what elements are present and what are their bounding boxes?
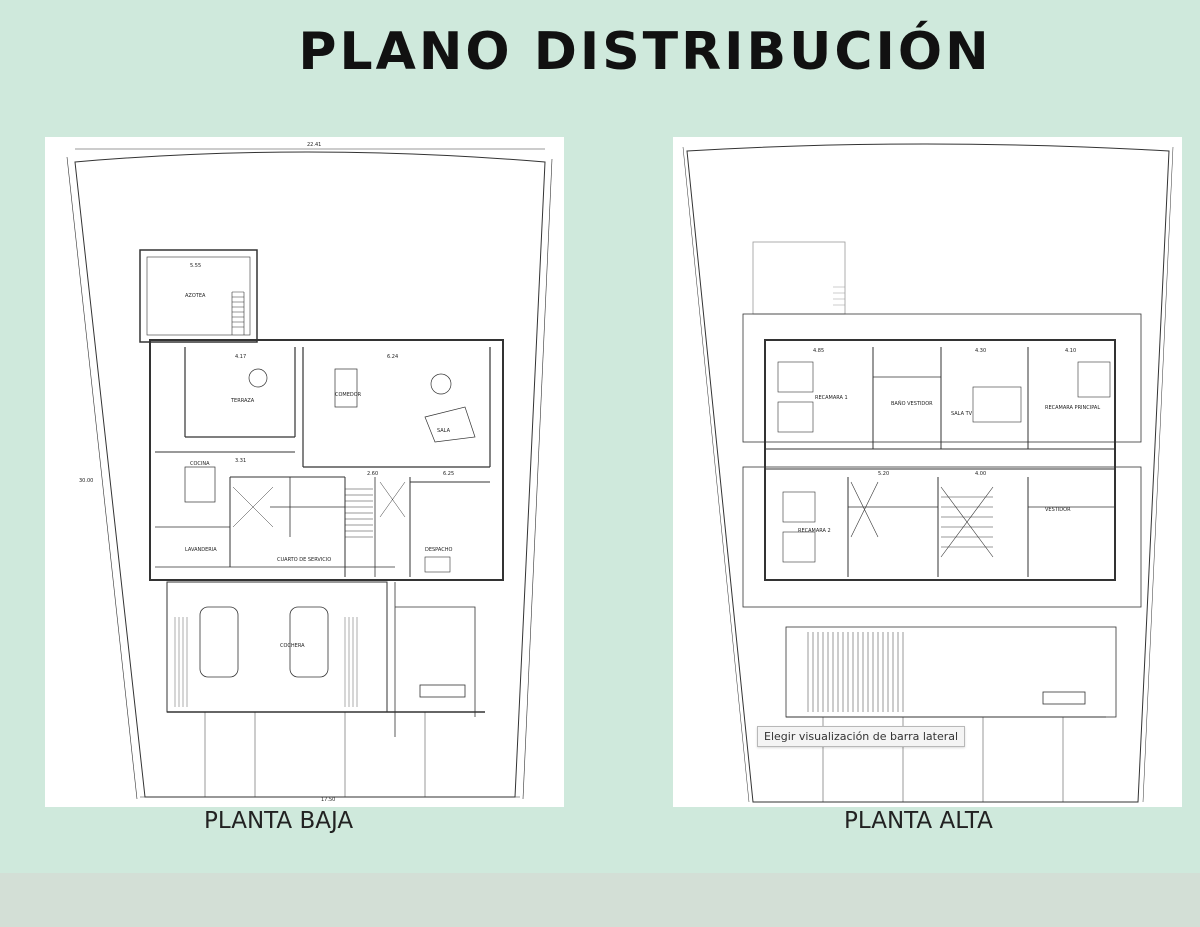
dimension-label: 4.85 <box>813 348 824 354</box>
dimension-label: 4.17 <box>235 354 246 360</box>
dimension-label: 4.00 <box>975 471 986 477</box>
page-title: PLANO DISTRIBUCIÓN <box>298 22 992 82</box>
ground-floor-drawing: AZOTEA TERRAZA COMEDOR SALA COCINA LAVAN… <box>66 142 553 803</box>
sidebar-view-tooltip: Elegir visualización de barra lateral <box>757 726 966 747</box>
room-label: COCHERA <box>280 643 305 649</box>
ground-floor-caption: PLANTA BAJA <box>204 808 354 834</box>
room-label: COMEDOR <box>335 392 362 398</box>
room-label: CUARTO DE SERVICIO <box>277 557 331 563</box>
upper-floor-caption: PLANTA ALTA <box>844 808 993 834</box>
dimension-label: 2.60 <box>367 471 378 477</box>
room-label: RECAMARA 2 <box>798 528 831 534</box>
room-label: AZOTEA <box>185 293 206 299</box>
room-label: SALA TV <box>951 411 973 417</box>
dimension-label: 3.31 <box>235 458 246 464</box>
room-label: LAVANDERIA <box>185 547 217 553</box>
dimension-label: 30.00 <box>79 478 93 484</box>
floor-plan-upper: RECAMARA 1 BAÑO VESTIDOR SALA TV RECAMAR… <box>673 137 1182 807</box>
dimension-label: 5.20 <box>878 471 889 477</box>
dimension-label: 17.50 <box>321 797 335 803</box>
bottom-bar <box>0 873 1200 927</box>
dimension-label: 4.30 <box>975 348 986 354</box>
room-label: COCINA <box>190 461 210 467</box>
upper-floor-drawing: RECAMARA 1 BAÑO VESTIDOR SALA TV RECAMAR… <box>682 143 1174 803</box>
dimension-label: 6.25 <box>443 471 454 477</box>
floor-plan-ground: AZOTEA TERRAZA COMEDOR SALA COCINA LAVAN… <box>45 137 564 807</box>
room-label: RECAMARA PRINCIPAL <box>1045 405 1100 411</box>
dimension-label: 6.24 <box>387 354 398 360</box>
room-label: DESPACHO <box>425 547 452 553</box>
room-label: SALA <box>437 428 451 434</box>
dimension-label: 5.55 <box>190 263 201 269</box>
room-label: RECAMARA 1 <box>815 395 848 401</box>
room-label: TERRAZA <box>230 398 255 404</box>
dimension-label: 22.41 <box>307 142 321 148</box>
dimension-label: 4.10 <box>1065 348 1076 354</box>
room-label: VESTIDOR <box>1045 507 1071 513</box>
room-label: BAÑO VESTIDOR <box>891 400 933 407</box>
